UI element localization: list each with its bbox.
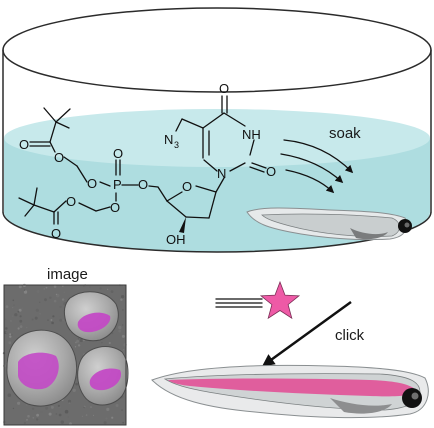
atom-p: P	[113, 177, 122, 192]
fluorophore-star-icon	[259, 280, 301, 320]
atom-o-lower-ester: O	[66, 194, 76, 209]
soak-arrow-3	[285, 169, 335, 194]
atom-o-p-down: O	[110, 200, 120, 215]
petri-dish	[2, 7, 432, 253]
liquid-surface	[4, 109, 430, 167]
atom-o-lower-carbonyl: O	[51, 226, 61, 241]
alkyne-fluorophore-probe	[215, 280, 301, 320]
upper-pom-group	[29, 107, 88, 183]
atom-n1: N	[217, 166, 226, 181]
phosphate-group	[99, 159, 139, 202]
atom-nh: NH	[242, 127, 261, 142]
lower-pom-group	[18, 187, 111, 225]
soak-arrow-1	[283, 139, 354, 174]
labeled-larva-eye	[402, 388, 422, 408]
soak-arrows	[280, 139, 354, 194]
micrograph	[2, 283, 129, 426]
click-arrow	[261, 300, 352, 367]
atom-o-top: O	[219, 81, 229, 96]
atom-o-c2: O	[266, 164, 276, 179]
cell-2-stain	[18, 352, 59, 390]
atom-oh: OH	[166, 232, 186, 247]
atom-n3: N	[164, 132, 173, 147]
label-click: click	[335, 327, 365, 344]
deoxyribose-ring	[148, 177, 225, 233]
label-soak: soak	[329, 125, 361, 142]
atom-o-ring: O	[182, 179, 192, 194]
label-image: image	[47, 266, 88, 283]
larva-body	[261, 213, 400, 237]
soak-arrow-2	[280, 153, 344, 184]
uracil-ring	[175, 95, 267, 173]
atom-o-p-left: O	[87, 176, 97, 191]
zebrafish-larva-labeled	[151, 364, 429, 419]
cell-1-stain	[77, 312, 111, 333]
molecule-prodrug: N 3 O NH N O O O P O O O O O O O OH	[18, 81, 276, 247]
atom-o-upper-ester: O	[54, 150, 64, 165]
labeled-larva-yolk	[330, 398, 392, 414]
atom-n3-subscript: 3	[174, 140, 179, 150]
zebrafish-larva-unlabeled	[246, 207, 412, 241]
dish-rim	[2, 7, 432, 93]
atom-o-5prime: O	[138, 177, 148, 192]
atom-o-p-double: O	[113, 146, 123, 161]
labeled-larva-stripe	[168, 378, 418, 397]
cell-3-stain	[89, 368, 122, 391]
larva-yolk	[350, 228, 388, 240]
atom-o-upper-carbonyl: O	[19, 137, 29, 152]
